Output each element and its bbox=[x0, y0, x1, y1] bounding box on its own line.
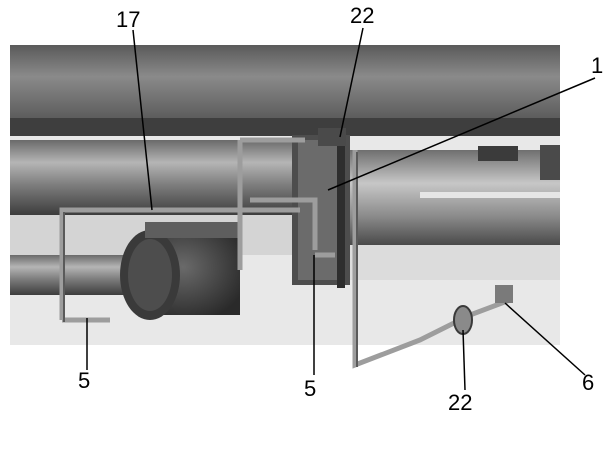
tubing-shadow bbox=[63, 152, 358, 367]
top-valve bbox=[318, 128, 346, 146]
tank-seam bbox=[10, 118, 560, 136]
lower-left-pipe bbox=[10, 255, 130, 295]
main-pipe-left bbox=[10, 140, 310, 215]
filter-drum-cap bbox=[128, 239, 172, 311]
callout-6: 6 bbox=[582, 370, 595, 395]
callout-22-bottom: 22 bbox=[448, 390, 473, 415]
callout-5-mid: 5 bbox=[304, 376, 317, 401]
callout-17: 17 bbox=[116, 7, 141, 32]
tubing bbox=[59, 137, 511, 369]
filter-drum-top bbox=[145, 222, 240, 238]
upper-tank bbox=[10, 45, 560, 135]
lower-valve bbox=[453, 305, 473, 335]
bracket bbox=[478, 146, 518, 161]
bracket-right bbox=[540, 145, 560, 180]
under-shadow-right bbox=[345, 245, 560, 280]
callout-5-left: 5 bbox=[78, 368, 91, 393]
connector-6 bbox=[495, 285, 513, 303]
callout-22-top: 22 bbox=[350, 3, 375, 28]
leader-lines bbox=[86, 27, 596, 391]
flange-edge bbox=[337, 140, 345, 288]
callout-1: 1 bbox=[591, 53, 604, 78]
pipe-highlight bbox=[420, 192, 560, 198]
